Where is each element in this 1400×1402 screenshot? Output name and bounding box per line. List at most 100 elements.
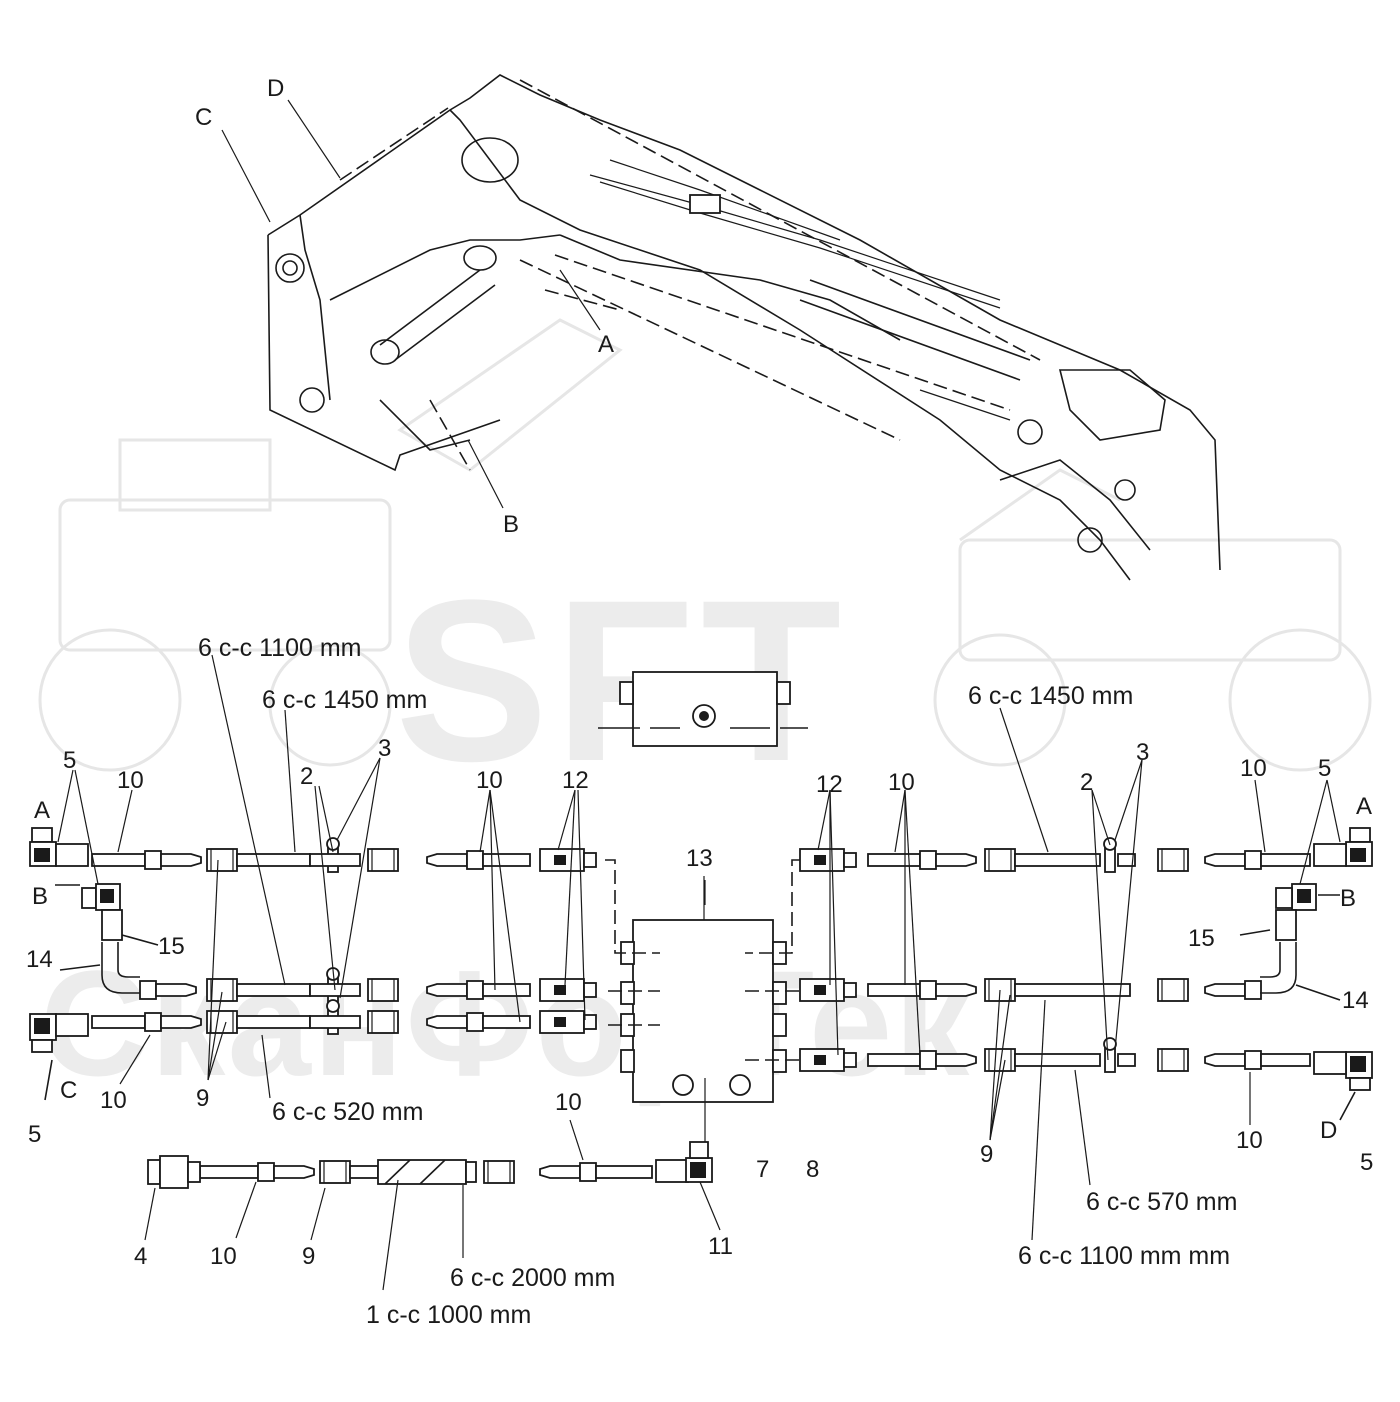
callout-10: 10 [210,1243,237,1270]
valve-block-13 [605,859,800,1150]
crimp [466,1012,484,1032]
callout-numbers: 5 10 2 3 10 12 12 10 2 3 10 5 13 15 14 1… [26,735,1373,1270]
swivel-nut-inner [1161,1048,1185,1072]
hose-tip [935,1053,977,1067]
callout-12: 12 [562,767,589,794]
swivel-nut-inner [210,978,234,1002]
callout-9: 9 [980,1141,993,1168]
swivel-nut-inner [487,1160,511,1184]
coupler-12-right-mid-end [843,982,857,998]
hose-6 [236,853,311,867]
hose-tip [273,1165,315,1179]
right-elbow-fittings [1239,827,1373,1121]
hose-6 [309,853,361,867]
hose-tip [426,1015,468,1029]
callout-13: 13 [686,845,713,872]
hose-10 [1260,1053,1311,1067]
callout-4: 4 [134,1243,147,1270]
callout-14: 14 [26,946,53,973]
hose-6 [309,1015,361,1029]
watermark-logo: SFT [395,552,847,809]
callout-10: 10 [1236,1127,1263,1154]
caption-right-1100: 6 c-c 1100 mm mm [1018,1242,1230,1270]
swivel-nut-inner [371,848,395,872]
port-label-C-left: C [60,1077,77,1104]
callout-5: 5 [63,747,76,774]
crimp [1244,980,1262,1000]
hose-tip [160,1015,202,1029]
leader-lines [57,654,1341,1291]
hose-tip [426,853,468,867]
port-label-A-right: A [1356,793,1372,820]
hose-tip [426,983,468,997]
port-label-D-right: D [1320,1117,1337,1144]
hose-6 [1117,1053,1136,1067]
callout-5: 5 [1360,1149,1373,1176]
hose-length-captions: 6 c-c 1100 mm 6 c-c 1450 mm 6 c-c 520 mm… [198,634,1237,1329]
hose-6 [1014,983,1131,997]
swivel-nut-inner [210,848,234,872]
caption-right-1450: 6 c-c 1450 mm [968,682,1133,710]
hose-6 [236,983,311,997]
callout-10: 10 [100,1087,127,1114]
swivel-nut-inner [1161,848,1185,872]
left-elbow-fittings [29,827,159,1101]
crimp [139,980,157,1000]
hose-10 [595,1165,653,1179]
callout-15: 15 [1188,925,1215,952]
hose-6 [349,1165,379,1179]
hose-tip [935,983,977,997]
hose-6 [1117,853,1136,867]
port-label-A-left: A [34,797,50,824]
valve-block-detail [598,671,808,747]
coupler-12-right-top-mark [814,855,826,865]
crimp [919,980,937,1000]
clamp [1104,1047,1116,1073]
clamp-ring [1103,1037,1117,1051]
callout-10: 10 [888,769,915,796]
bottom-supply-line [147,1141,713,1189]
coupler-12-right-top-end [843,852,857,868]
hose-tip [539,1165,581,1179]
crimp [466,980,484,1000]
caption-left-520: 6 c-c 520 mm [272,1098,423,1126]
callout-8: 8 [806,1156,819,1183]
crimp [144,1012,162,1032]
callout-5: 5 [1318,755,1331,782]
callout-11: 11 [708,1233,733,1260]
crimp [466,850,484,870]
swivel-nut-inner [988,848,1012,872]
coupler-12-left-mid-mark [554,985,566,995]
callout-9: 9 [196,1085,209,1112]
callout-10: 10 [1240,755,1267,782]
watermark-tractor-left-icon [38,318,623,772]
callout-3: 3 [1136,739,1149,766]
boom-assembly-drawing [221,74,1221,581]
callout-12: 12 [816,771,843,798]
hose-tip [160,853,202,867]
caption-bottom-2000: 6 c-c 2000 mm [450,1264,615,1292]
callout-3: 3 [378,735,391,762]
hose-10 [867,983,921,997]
boom-label-A: A [598,331,614,358]
coupler-12-right-low-end [843,1052,857,1068]
hose-tip [155,983,197,997]
callout-2: 2 [300,763,313,790]
callout-10: 10 [117,767,144,794]
hose-10 [482,853,531,867]
hose-tip [1204,983,1246,997]
hose-10 [482,1015,531,1029]
swivel-nut-inner [988,978,1012,1002]
coupler-12-left-top-mark [554,855,566,865]
hose-10 [867,853,921,867]
callout-2: 2 [1080,769,1093,796]
swivel-nut-inner [371,978,395,1002]
hose-tip [1204,1053,1246,1067]
port-labels: A B C A B D [32,793,1372,1144]
hose-10 [91,1015,146,1029]
caption-left-1450: 6 c-c 1450 mm [262,686,427,714]
swivel-nut-inner [371,1010,395,1034]
hose-6 [236,1015,311,1029]
callout-15: 15 [158,933,185,960]
